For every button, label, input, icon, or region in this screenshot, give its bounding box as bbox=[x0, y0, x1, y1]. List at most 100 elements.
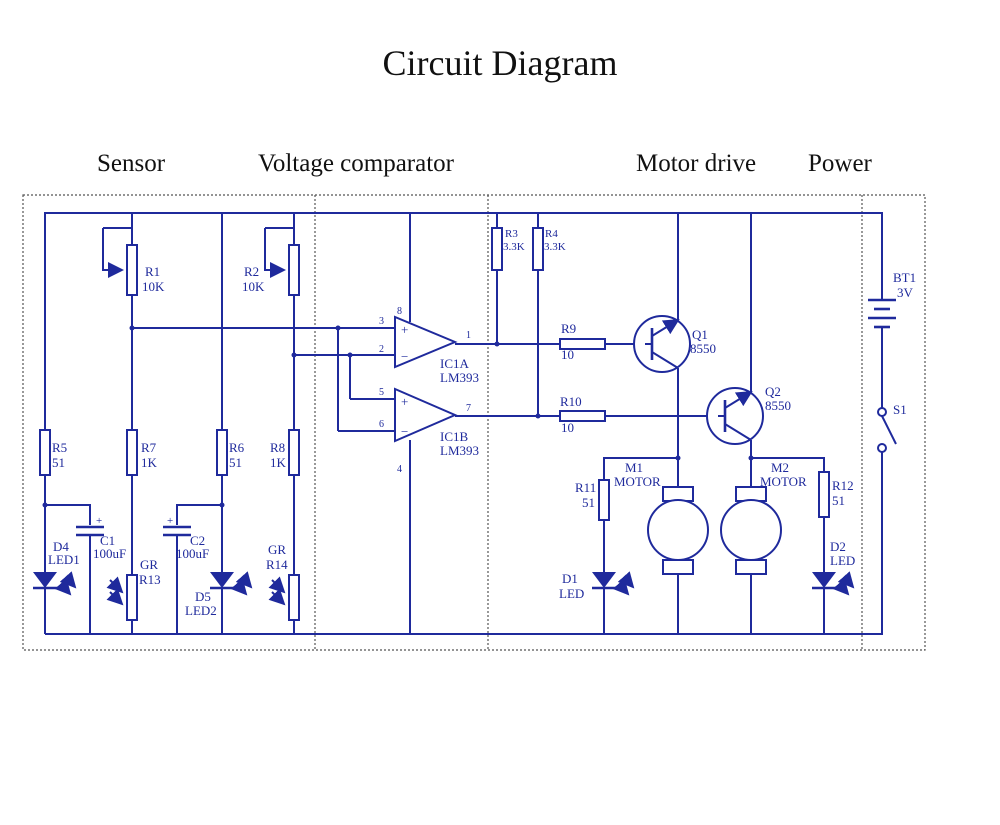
svg-text:51: 51 bbox=[229, 455, 242, 470]
svg-text:R9: R9 bbox=[561, 321, 576, 336]
ic1b-comparator: + − 5 6 4 7 IC1B LM393 bbox=[379, 387, 479, 475]
svg-text:D4: D4 bbox=[53, 539, 69, 554]
svg-text:Q2: Q2 bbox=[765, 384, 781, 399]
svg-text:GR: GR bbox=[140, 557, 158, 572]
svg-text:8550: 8550 bbox=[765, 398, 791, 413]
section-sensor: Sensor bbox=[97, 150, 166, 177]
r1-potentiometer: R1 10K bbox=[102, 213, 165, 296]
svg-text:R13: R13 bbox=[139, 572, 161, 587]
r9-resistor: R9 10 bbox=[455, 321, 645, 362]
svg-text:LM393: LM393 bbox=[440, 370, 479, 385]
svg-text:3: 3 bbox=[379, 316, 384, 327]
r13-photoresistor: GR R13 bbox=[106, 557, 161, 634]
svg-text:BT1: BT1 bbox=[893, 270, 916, 285]
svg-text:D1: D1 bbox=[562, 571, 578, 586]
svg-text:D5: D5 bbox=[195, 589, 211, 604]
q-emitter-collector-wiring bbox=[603, 213, 825, 495]
svg-text:LM393: LM393 bbox=[440, 443, 479, 458]
svg-text:10: 10 bbox=[561, 347, 574, 362]
svg-text:R4: R4 bbox=[545, 228, 558, 240]
svg-text:R3: R3 bbox=[505, 228, 518, 240]
svg-text:R1: R1 bbox=[145, 264, 160, 279]
r10-resistor: R10 10 bbox=[455, 394, 718, 435]
r6-resistor: R6 51 bbox=[216, 213, 245, 572]
svg-text:2: 2 bbox=[379, 344, 384, 355]
svg-text:R11: R11 bbox=[575, 480, 596, 495]
svg-text:GR: GR bbox=[268, 542, 286, 557]
svg-text:1: 1 bbox=[466, 330, 471, 341]
svg-text:MOTOR: MOTOR bbox=[614, 474, 661, 489]
svg-text:IC1B: IC1B bbox=[440, 429, 469, 444]
svg-text:MOTOR: MOTOR bbox=[760, 474, 807, 489]
svg-text:M2: M2 bbox=[771, 460, 789, 475]
r14-photoresistor: GR R14 bbox=[266, 542, 300, 634]
svg-text:7: 7 bbox=[466, 403, 471, 414]
comparator-inputs-wiring bbox=[132, 213, 411, 634]
r5-resistor: R5 51 bbox=[39, 213, 67, 565]
c1-capacitor: + C1 100uF bbox=[45, 504, 126, 634]
section-power: Power bbox=[808, 150, 872, 177]
svg-text:4: 4 bbox=[397, 464, 402, 475]
ic1a-comparator: + − 3 2 8 1 IC1A LM393 bbox=[379, 306, 479, 385]
svg-text:10K: 10K bbox=[242, 279, 265, 294]
svg-text:8: 8 bbox=[397, 306, 402, 317]
svg-text:5: 5 bbox=[379, 387, 384, 398]
section-voltage-comparator: Voltage comparator bbox=[258, 150, 454, 177]
svg-text:+: + bbox=[96, 515, 102, 527]
svg-text:M1: M1 bbox=[625, 460, 643, 475]
svg-text:10K: 10K bbox=[142, 279, 165, 294]
section-motor-drive: Motor drive bbox=[636, 150, 757, 177]
diagram-title: Circuit Diagram bbox=[382, 43, 618, 83]
q2-transistor: Q2 8550 bbox=[706, 384, 791, 445]
svg-text:IC1A: IC1A bbox=[440, 356, 470, 371]
q1-transistor: Q1 8550 bbox=[633, 315, 716, 373]
svg-text:LED: LED bbox=[830, 553, 855, 568]
r8-resistor: R8 1K bbox=[270, 295, 300, 575]
svg-text:R12: R12 bbox=[832, 478, 854, 493]
svg-text:R7: R7 bbox=[141, 440, 157, 455]
svg-text:R2: R2 bbox=[244, 264, 259, 279]
svg-text:3V: 3V bbox=[897, 285, 914, 300]
svg-text:C1: C1 bbox=[100, 533, 115, 548]
svg-text:−: − bbox=[401, 424, 408, 439]
svg-text:100uF: 100uF bbox=[176, 546, 209, 561]
svg-text:+: + bbox=[401, 394, 408, 409]
m2-motor: M2 MOTOR bbox=[720, 460, 807, 634]
r11-resistor: R11 51 bbox=[575, 479, 610, 572]
r12-resistor: R12 51 bbox=[818, 471, 854, 572]
svg-text:LED2: LED2 bbox=[185, 603, 217, 618]
svg-text:8550: 8550 bbox=[690, 341, 716, 356]
svg-text:1K: 1K bbox=[270, 455, 287, 470]
junction-dots bbox=[42, 325, 754, 508]
svg-text:3.3K: 3.3K bbox=[544, 241, 566, 253]
svg-text:100uF: 100uF bbox=[93, 546, 126, 561]
d1-led: D1 LED bbox=[559, 571, 635, 634]
d2-led: D2 LED bbox=[812, 539, 855, 634]
r2-potentiometer: R2 10K bbox=[242, 213, 300, 296]
svg-text:51: 51 bbox=[832, 493, 845, 508]
svg-text:R6: R6 bbox=[229, 440, 245, 455]
svg-text:3.3K: 3.3K bbox=[503, 241, 525, 253]
svg-text:10: 10 bbox=[561, 420, 574, 435]
bt1-battery: BT1 3V bbox=[868, 270, 916, 408]
svg-text:D2: D2 bbox=[830, 539, 846, 554]
svg-text:+: + bbox=[401, 322, 408, 337]
svg-text:51: 51 bbox=[52, 455, 65, 470]
svg-text:6: 6 bbox=[379, 419, 384, 430]
svg-text:S1: S1 bbox=[893, 402, 907, 417]
r4-resistor: R4 3.3K bbox=[532, 213, 566, 416]
s1-switch: S1 bbox=[877, 402, 907, 453]
svg-text:1K: 1K bbox=[141, 455, 158, 470]
d4-led: D4 LED1 bbox=[33, 539, 80, 634]
svg-text:R8: R8 bbox=[270, 440, 285, 455]
c2-capacitor: + C2 100uF bbox=[163, 504, 222, 634]
svg-text:LED1: LED1 bbox=[48, 552, 80, 567]
svg-text:+: + bbox=[167, 515, 173, 527]
svg-text:R5: R5 bbox=[52, 440, 67, 455]
m1-motor: M1 MOTOR bbox=[614, 460, 709, 634]
svg-text:LED: LED bbox=[559, 586, 584, 601]
svg-text:R14: R14 bbox=[266, 557, 288, 572]
r3-resistor: R3 3.3K bbox=[491, 213, 525, 344]
r7-resistor: R7 1K bbox=[126, 295, 158, 575]
